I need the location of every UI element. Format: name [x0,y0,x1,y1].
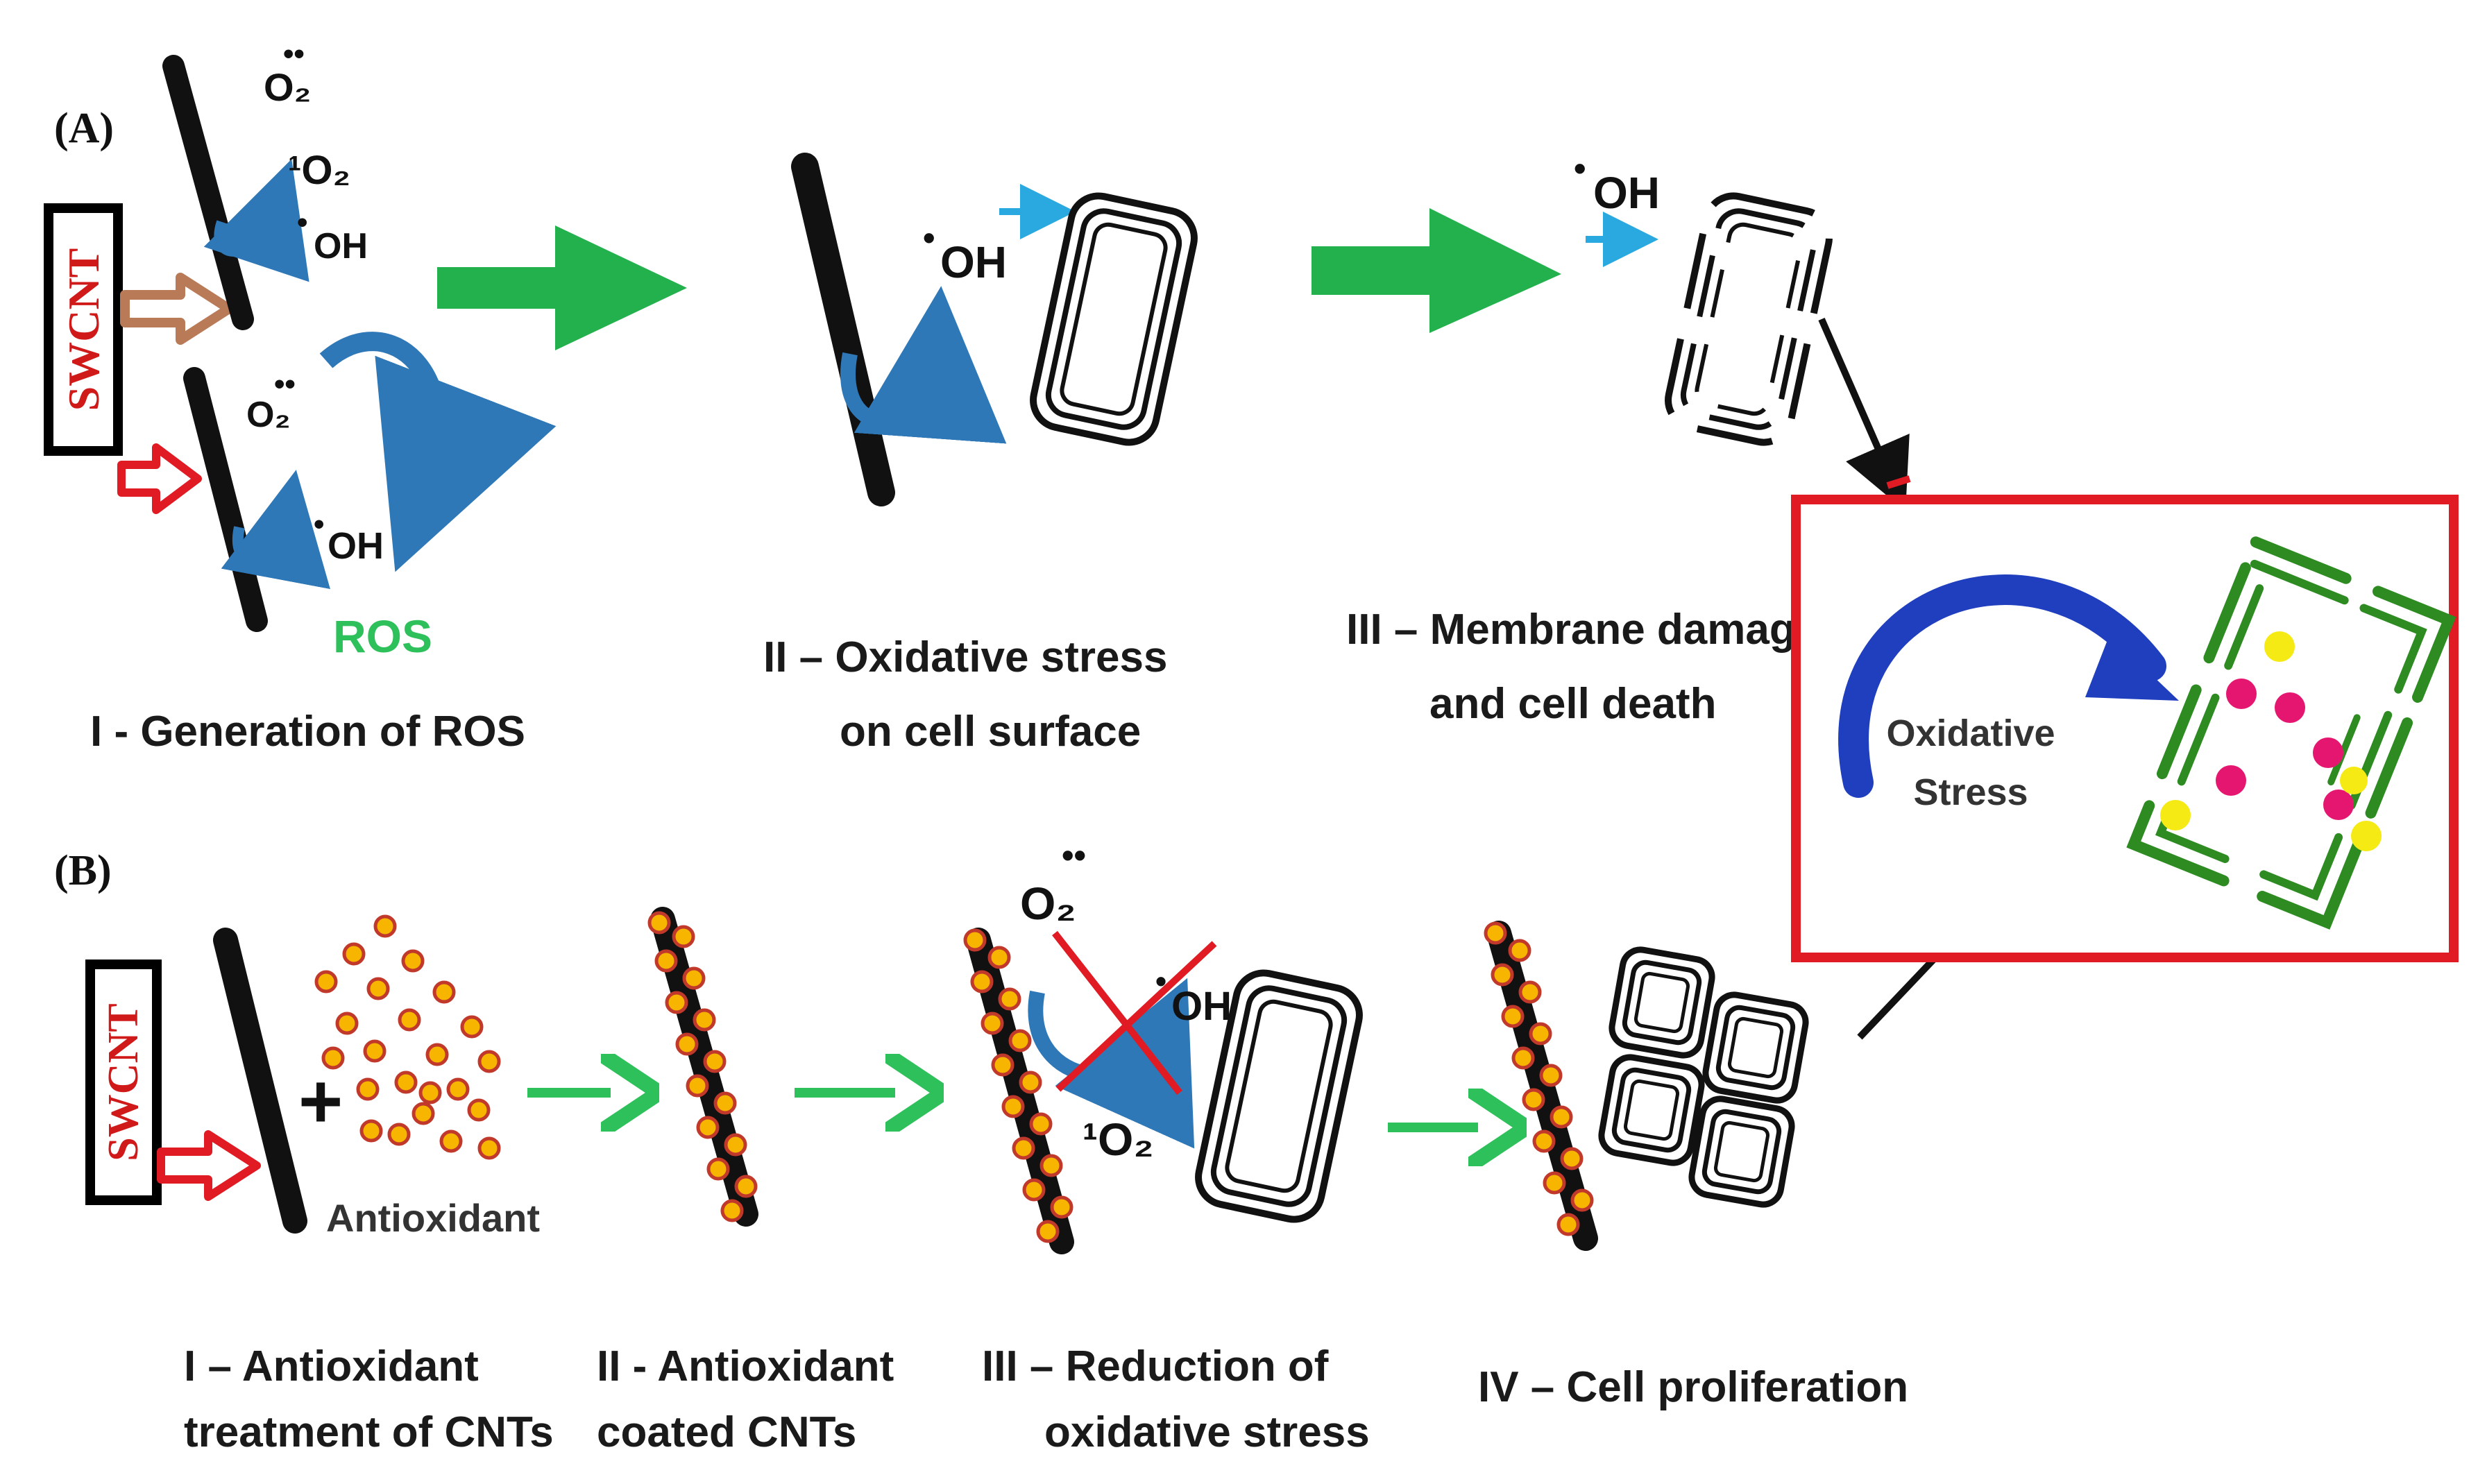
big-curl-arrow-a [319,332,557,572]
radical-dot-a3: • [923,219,935,257]
radical-dot-a4: • [1574,149,1586,188]
inset-blue-arrowhead [2085,635,2179,701]
step-a3-caption-2: and cell death [1429,680,1716,728]
curl-arrow-a3 [840,286,1007,444]
superoxide-b: O₂ [1020,878,1076,929]
connector-arrow-top [1818,317,1910,511]
inset-blue-arc [1838,574,2166,798]
singlet-oxygen-a1: ¹O₂ [288,148,350,193]
radical-dots-b: •• [1062,836,1086,875]
red-tick-top [1886,475,1911,489]
superoxide-a2: O₂ [246,395,291,435]
radical-dots-a1: •• [283,37,305,71]
radical-dots-a2: •• [274,367,296,401]
swcnt-label-a: SWCNT [59,248,108,411]
coated-nanotube-b2 [650,907,758,1227]
step-b3-caption-1: III – Reduction of [982,1342,1329,1390]
step-a2-caption-2: on cell surface [840,708,1141,756]
swcnt-label-b: SWCNT [100,1003,147,1161]
swcnt-box-b: SWCNT [85,960,162,1205]
curl-arrow-b [1028,978,1194,1149]
cell-outline-a [1028,191,1200,447]
damaged-cell-a [1665,192,1833,446]
swcnt-box-a: SWCNT [44,203,123,456]
cell-contents [2160,631,2382,851]
red-input-arrow-b [157,1130,261,1201]
red-input-arrow-a [117,443,202,514]
plus-sign: + [298,1059,343,1144]
panel-a: (A) SWCNT O₂ •• ¹O₂ • OH O₂ •• • OH ROS [44,37,1833,756]
oxidative-stress-inset: Oxidative Stress [1791,495,2459,962]
panel-b: (B) SWCNT + [54,836,1908,1456]
nanotube-b1 [213,928,307,1234]
step-b1-caption-2: treatment of CNTs [184,1408,554,1456]
coated-nanotube-b3 [965,928,1074,1254]
hydroxyl-b: OH [1171,984,1232,1029]
antioxidant-cluster [316,916,499,1158]
antioxidant-label: Antioxidant [326,1196,540,1240]
coated-nanotube-b4 [1486,921,1598,1251]
hydroxyl-a1: OH [314,226,368,266]
step-b3-caption-2: oxidative stress [1044,1408,1370,1456]
step-b4-caption: IV – Cell proliferation [1478,1363,1908,1411]
brown-input-arrow [120,273,234,345]
panel-a-label: (A) [54,105,114,152]
inset-label-line1: Oxidative [1886,713,2055,754]
curl-arrow-a2 [221,470,330,590]
proliferating-cells [1598,946,1809,1208]
superoxide-a1: O₂ [264,65,311,109]
big-green-arrow-1 [437,225,687,350]
red-cross-line-1 [1052,930,1182,1095]
step-a2-caption-1: II – Oxidative stress [763,633,1167,681]
step-a3-caption-1: III – Membrane damage [1346,606,1819,654]
hydroxyl-a3: OH [940,237,1007,287]
step-a1-caption: I - Generation of ROS [90,708,525,756]
step-b2-caption-2: coated CNTs [597,1408,856,1456]
step-b2-caption-1: II - Antioxidant [597,1342,894,1390]
red-cross-line-2 [1055,941,1217,1092]
nanotube-a3 [791,153,895,506]
step-b1-caption-1: I – Antioxidant [184,1342,479,1390]
inset-label-line2: Stress [1913,771,2028,813]
dying-cell [2126,536,2456,930]
hydroxyl-a2: OH [328,525,384,567]
radical-dot-a1: • [297,205,307,239]
curl-arrow-a1 [203,159,309,282]
ros-label: ROS [333,611,432,662]
panel-b-label: (B) [54,847,112,894]
hydroxyl-a4: OH [1593,168,1660,218]
singlet-oxygen-b: ¹O₂ [1083,1114,1154,1165]
radical-dot-a2: • [314,507,324,541]
big-green-arrow-2 [1312,208,1561,333]
